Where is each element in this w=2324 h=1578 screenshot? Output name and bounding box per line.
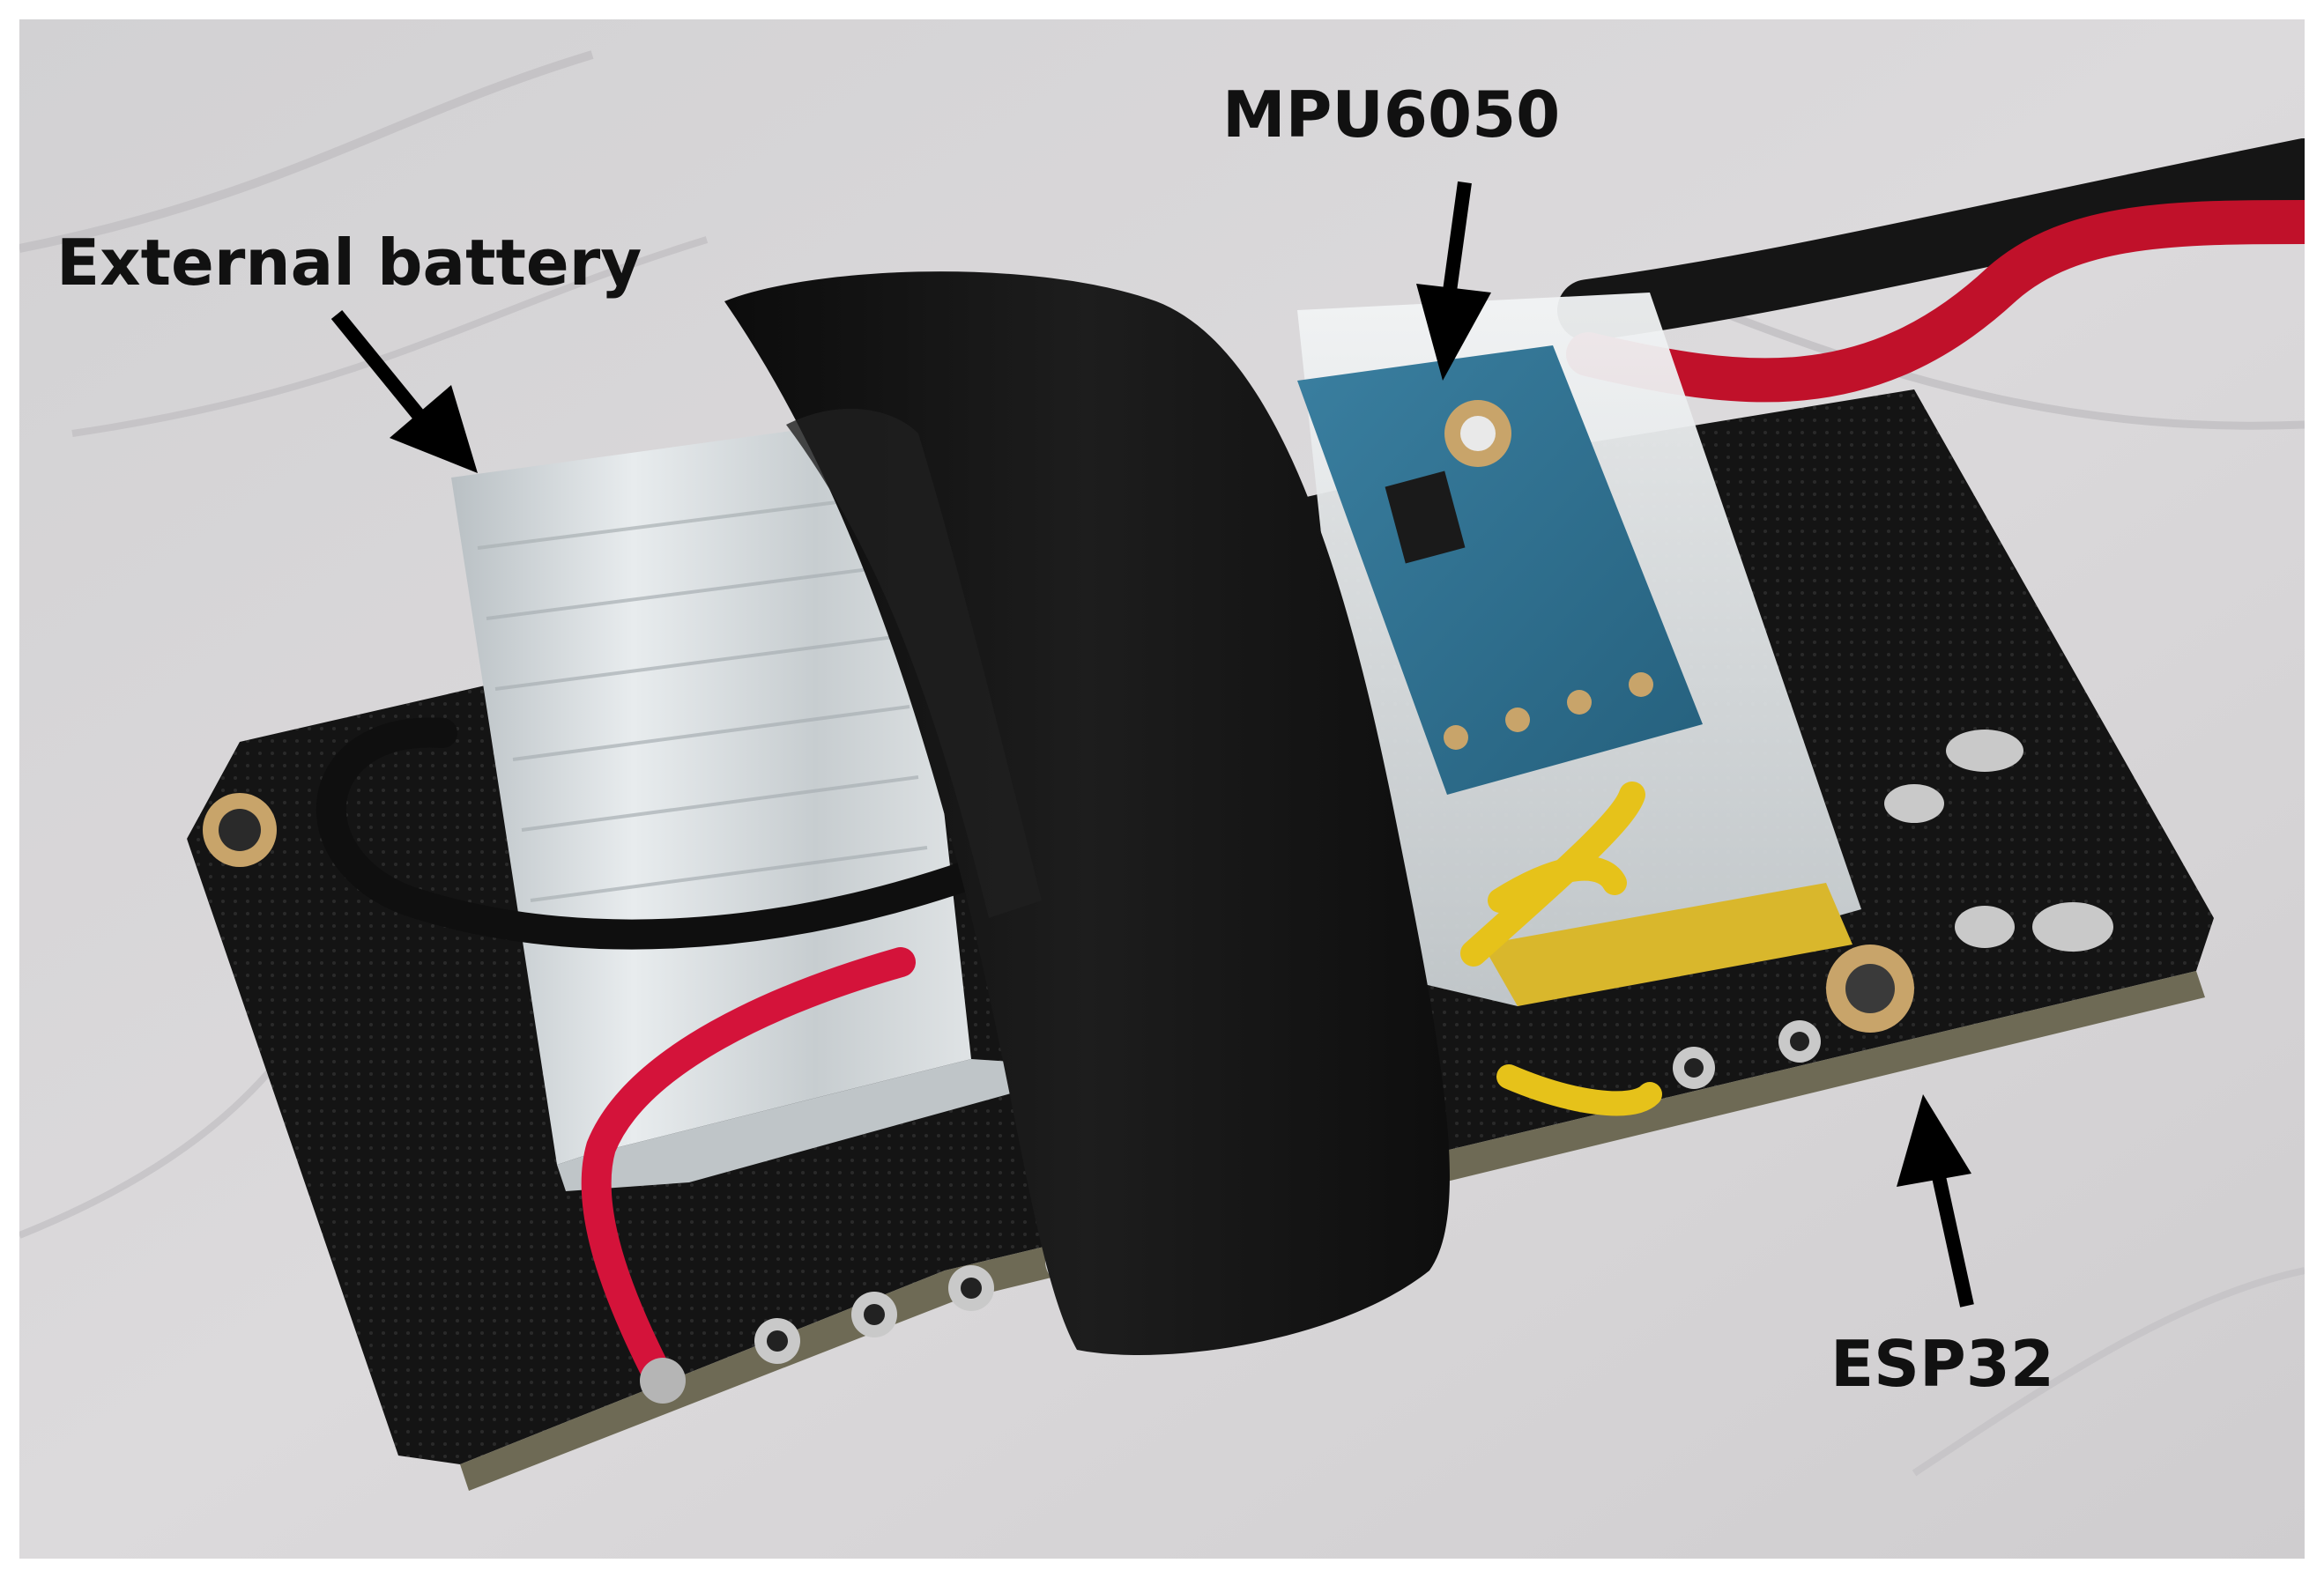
label-external-battery: External battery [56, 226, 642, 300]
device-photo [19, 19, 2305, 1559]
arrow-esp [1897, 1094, 1974, 1308]
mounting-hole [1845, 964, 1895, 1013]
velcro-strap-inner [786, 408, 1042, 918]
cloth-line [1692, 297, 2305, 430]
battery-side [557, 1059, 1103, 1191]
battery-wire-red [581, 947, 916, 1382]
sensor-pins [1444, 672, 1653, 750]
solder-joint [640, 1358, 686, 1404]
cloth-line [1912, 1267, 2305, 1477]
mpu6050-board [1297, 345, 1703, 795]
cloth-line [71, 236, 709, 437]
arrow-mpu [1416, 181, 1491, 381]
sensor-chip [1385, 470, 1466, 564]
photo-figure: MPU6050 External battery ESP32 [19, 19, 2305, 1559]
label-esp32: ESP32 [1830, 1327, 2055, 1401]
battery-wrinkles [477, 493, 928, 902]
lipo-yellow-tape [1482, 883, 1853, 1006]
sensor-hole [1460, 416, 1496, 451]
yellow-wire [1496, 1064, 1662, 1116]
arrow-battery [330, 309, 478, 473]
cable-black [1557, 138, 2305, 341]
battery-wire-black [316, 717, 1092, 950]
mounting-hole [219, 809, 261, 851]
pcb-edge [460, 971, 2205, 1491]
yellow-wire [1488, 856, 1627, 913]
cable-red [1566, 200, 2305, 403]
yellow-wire [1460, 782, 1645, 967]
label-mpu6050: MPU6050 [1222, 78, 1561, 152]
cloth-line [19, 50, 594, 253]
